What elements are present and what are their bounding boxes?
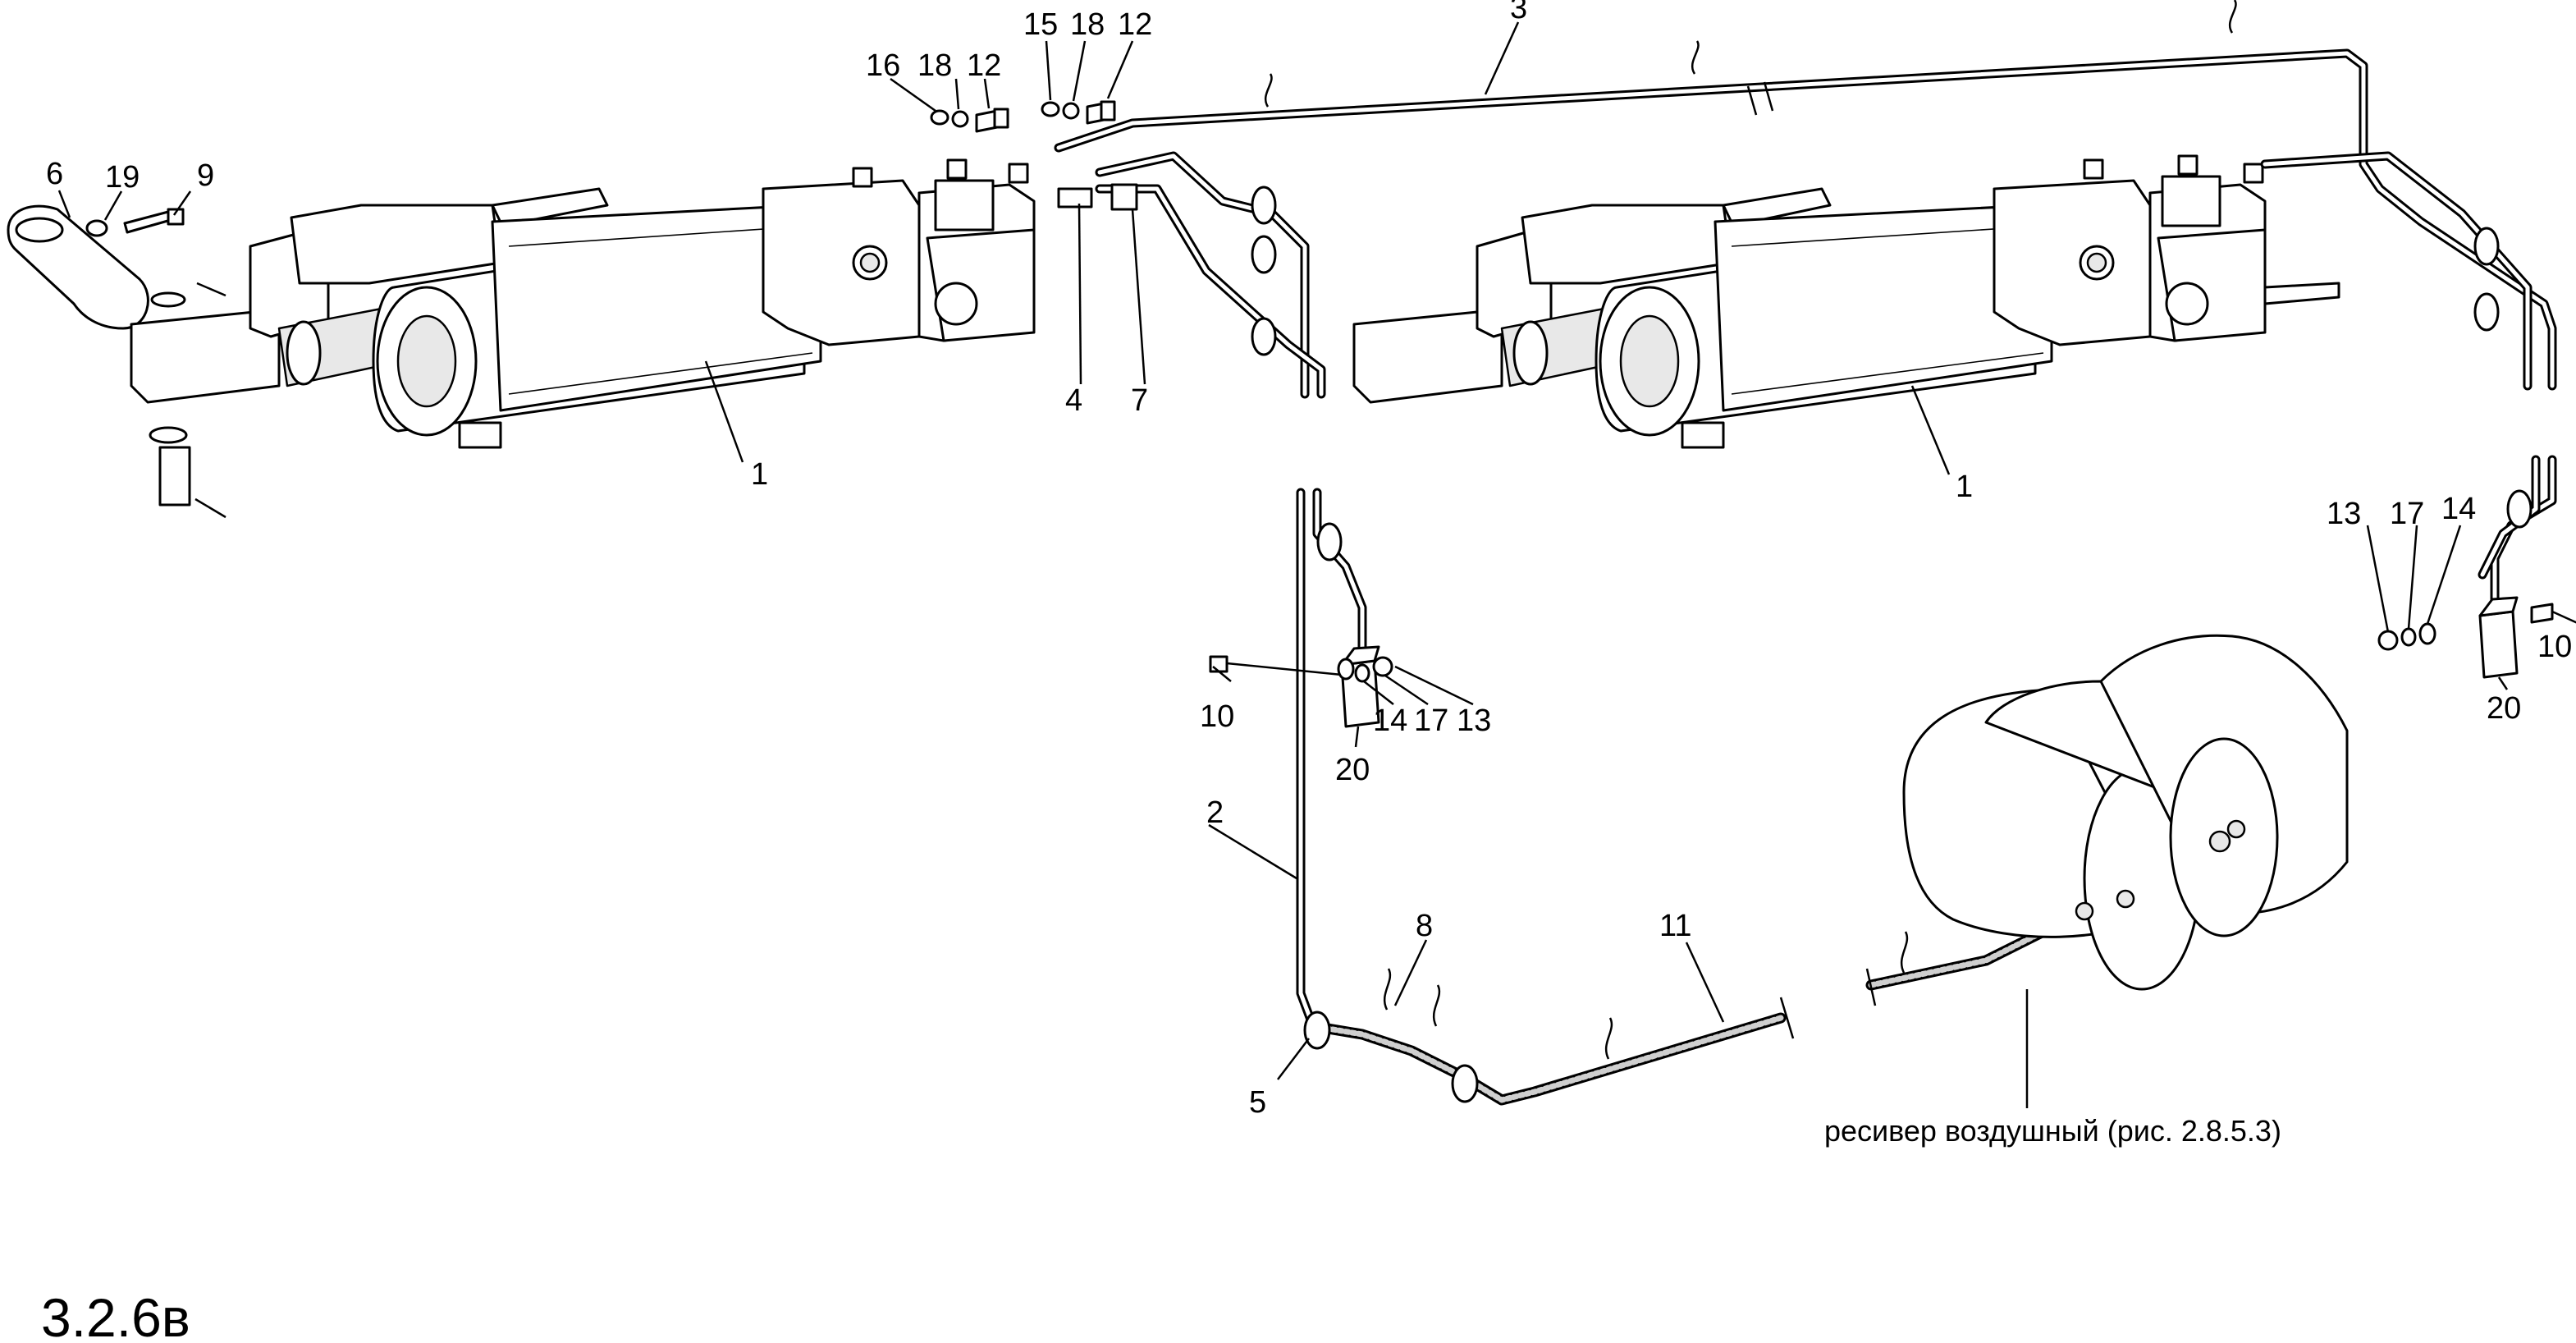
label-11: 11 bbox=[1659, 909, 1691, 943]
label-4: 4 bbox=[1065, 383, 1082, 418]
left-cylinder-assembly bbox=[7, 158, 1036, 519]
label-18-left: 18 bbox=[917, 48, 952, 83]
label-14-center: 14 bbox=[1373, 704, 1407, 738]
small-parts bbox=[930, 100, 2554, 728]
label-16: 16 bbox=[866, 48, 900, 83]
label-8: 8 bbox=[1416, 909, 1433, 943]
callout-numbers: 6 19 9 1 1 16 18 12 15 18 12 3 4 7 10 14… bbox=[46, 0, 2572, 1120]
label-17-right: 17 bbox=[2390, 497, 2424, 531]
label-17-center: 17 bbox=[1414, 704, 1448, 738]
air-receivers bbox=[1902, 634, 2349, 991]
label-19: 19 bbox=[105, 160, 140, 195]
label-2: 2 bbox=[1206, 795, 1224, 830]
receiver-caption: ресивер воздушный (рис. 2.8.5.3) bbox=[1824, 1114, 2281, 1148]
label-20-center: 20 bbox=[1335, 753, 1370, 787]
label-18-right: 18 bbox=[1070, 7, 1105, 42]
label-7: 7 bbox=[1131, 383, 1148, 418]
clips bbox=[1251, 0, 2533, 1103]
label-3: 3 bbox=[1510, 0, 1527, 25]
label-12-left: 12 bbox=[967, 48, 1001, 83]
pipe-network bbox=[1054, 48, 2557, 1031]
label-9: 9 bbox=[197, 158, 214, 193]
label-10-right: 10 bbox=[2537, 630, 2572, 664]
label-5: 5 bbox=[1249, 1085, 1266, 1120]
label-14-right: 14 bbox=[2441, 492, 2476, 526]
figure-number: 3.2.6в bbox=[41, 1287, 190, 1343]
label-13-center: 13 bbox=[1457, 704, 1491, 738]
label-20-right: 20 bbox=[2487, 691, 2521, 726]
leader-lines bbox=[57, 21, 2576, 1108]
label-13-right: 13 bbox=[2327, 497, 2361, 531]
label-15: 15 bbox=[1023, 7, 1058, 42]
label-12-right: 12 bbox=[1118, 7, 1152, 42]
label-1-right: 1 bbox=[1956, 470, 1973, 504]
right-cylinder-assembly bbox=[1352, 154, 2340, 449]
label-6: 6 bbox=[46, 157, 63, 191]
label-10-center: 10 bbox=[1200, 699, 1234, 734]
label-1-left: 1 bbox=[751, 457, 768, 492]
